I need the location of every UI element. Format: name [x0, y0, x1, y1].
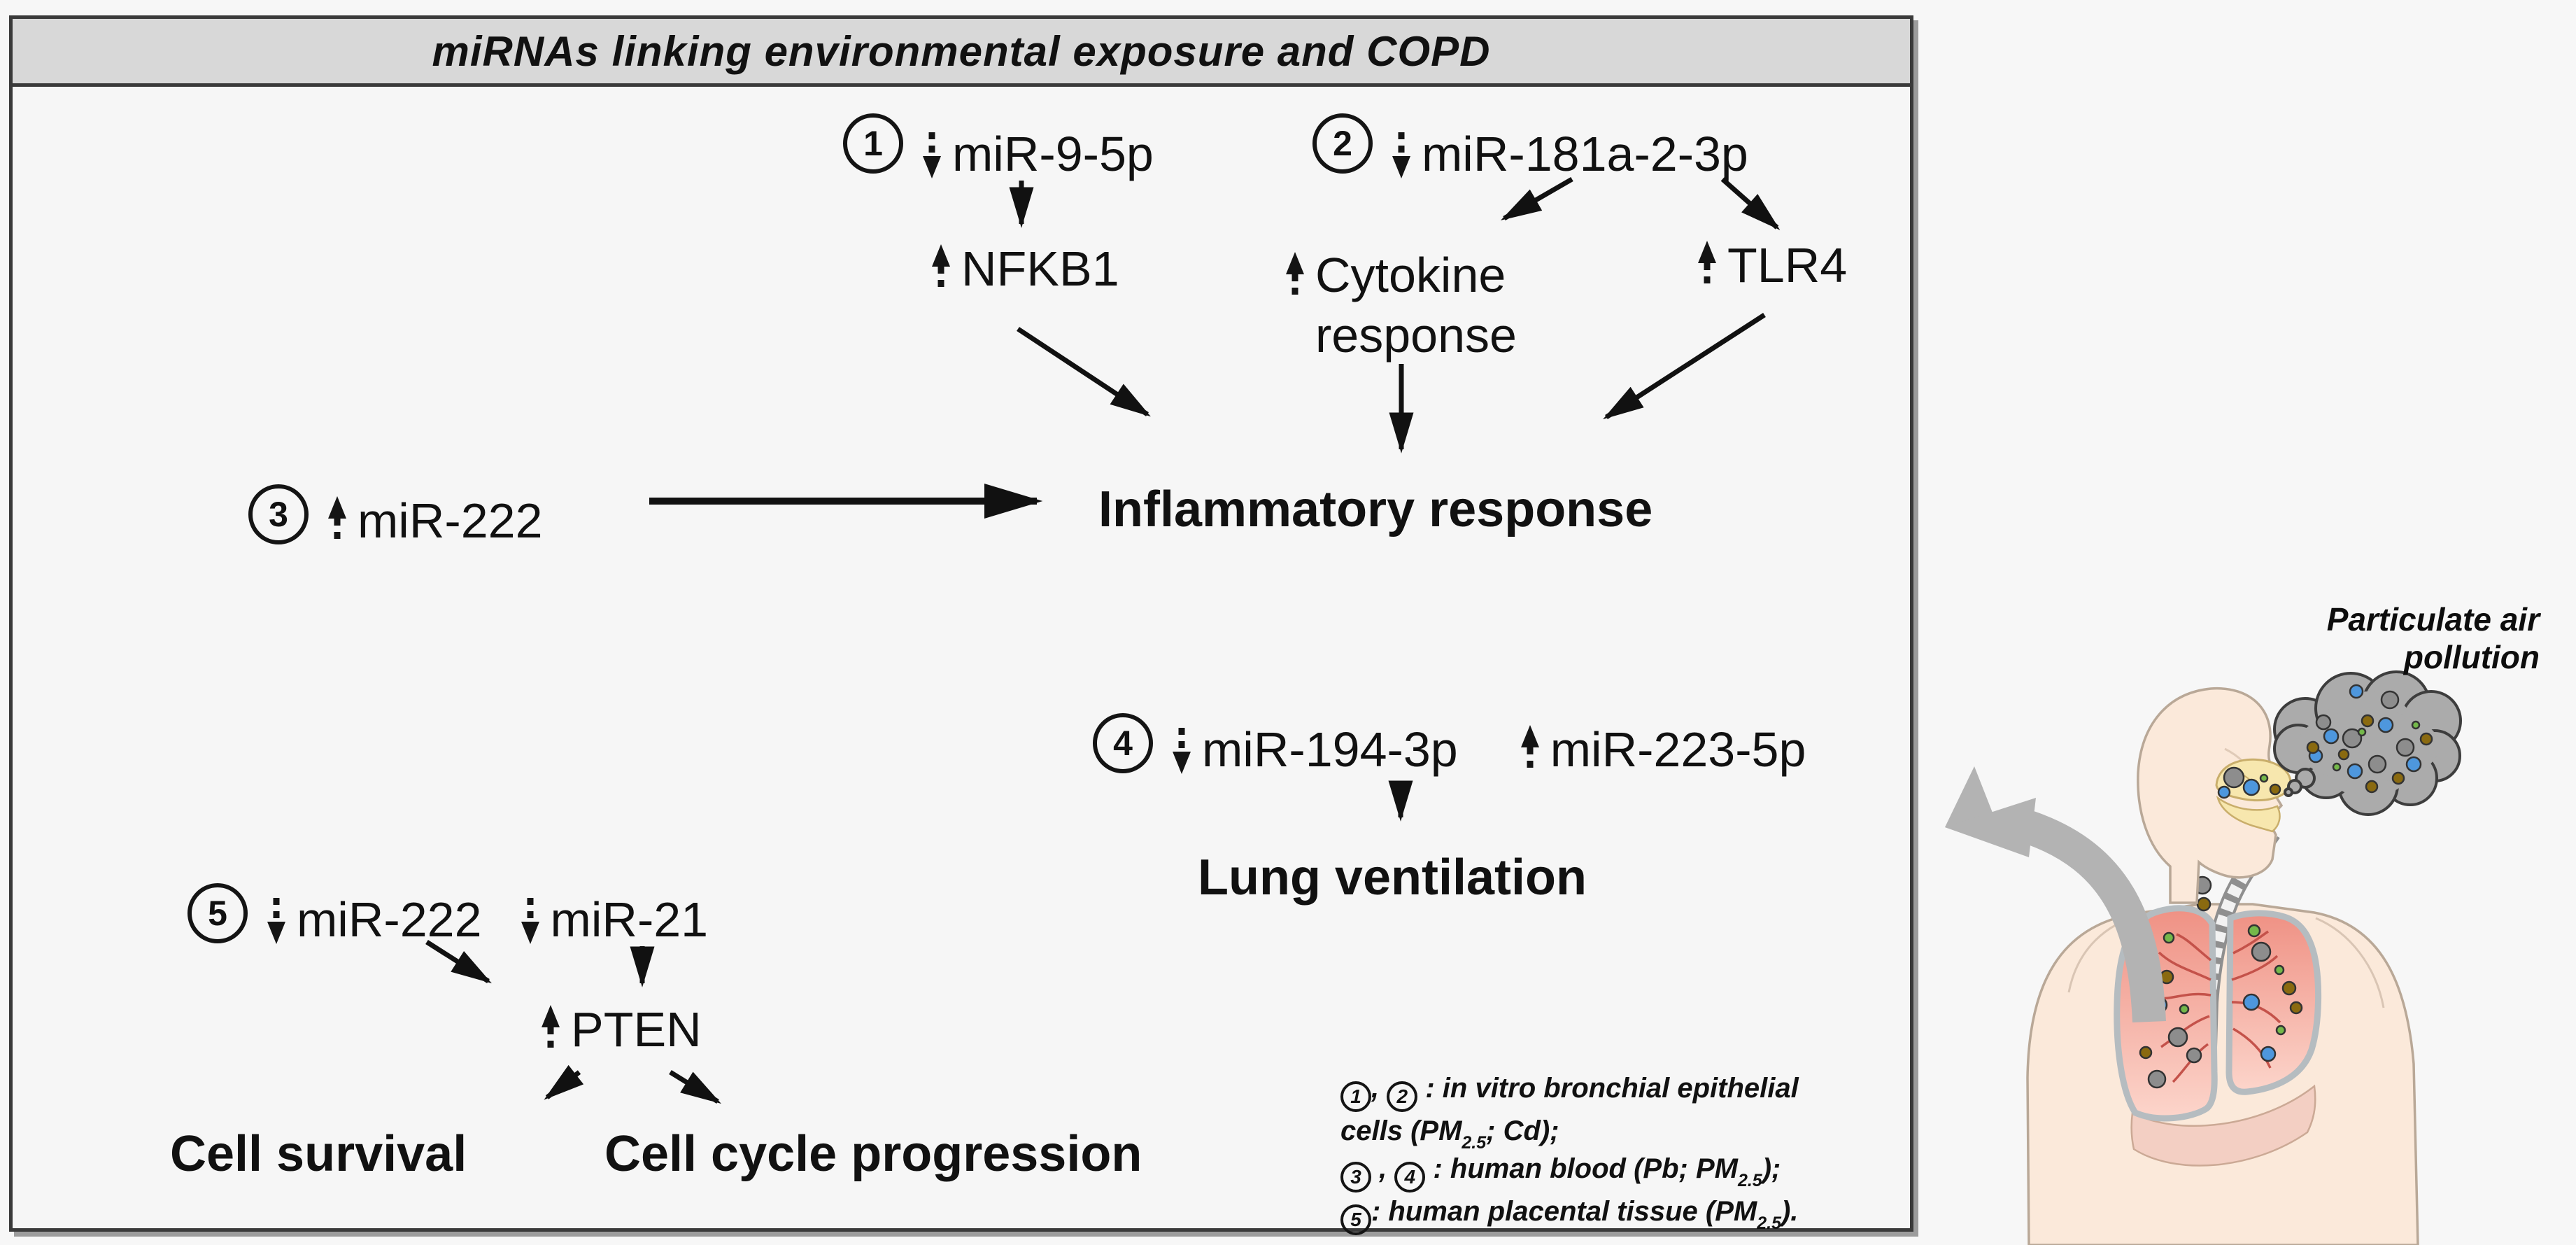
diaphragm — [2130, 1084, 2316, 1167]
mirna-label: miR-21 — [550, 892, 709, 947]
mirna-label: miR-223-5p — [1550, 722, 1806, 777]
target-label-line2: response — [1315, 308, 1517, 363]
outcome-lung-ventilation: Lung ventilation — [1198, 850, 1587, 906]
up-regulation-icon — [1698, 241, 1716, 288]
legend-text: : human blood (Pb; PM — [1425, 1153, 1738, 1184]
legend-text: ). — [1781, 1196, 1799, 1227]
up-regulation-icon — [1286, 252, 1304, 300]
down-regulation-icon — [1392, 132, 1410, 178]
outcome-cell-cycle-progression: Cell cycle progression — [604, 1126, 1142, 1182]
pollution-caption: Particulate air pollution — [2260, 600, 2540, 677]
pollution-cloud-icon — [2273, 670, 2462, 816]
pathway-3: 3 miR-222 — [248, 484, 543, 557]
legend-text: : in vitro bronchial epithelial — [1417, 1073, 1799, 1104]
target-pten: PTEN — [540, 1004, 702, 1055]
pathway-3-number: 3 — [248, 484, 309, 544]
person-head — [2137, 687, 2292, 904]
right-lung — [2225, 910, 2322, 1095]
pathway-4: 4 miR-194-3p miR-223-5p — [1093, 713, 1806, 786]
legend-subscript: 2.5 — [1462, 1133, 1487, 1153]
pathway-2-number: 2 — [1312, 113, 1373, 174]
pathway-4-number: 4 — [1093, 713, 1153, 773]
pathway-1: 1 miR-9-5p — [843, 113, 1154, 195]
legend-line-1: 1, 2 : in vitro bronchial epithelial — [1340, 1069, 1928, 1112]
inhaled-particles-lungs — [2139, 924, 2303, 1089]
legend-text: : human placental tissue (PM — [1371, 1196, 1757, 1227]
pathway-5-number: 5 — [187, 883, 248, 943]
pathway-5: 5 miR-222 miR-21 — [187, 883, 708, 956]
legend-circled-number: 4 — [1394, 1162, 1426, 1193]
lung-vessels — [2155, 930, 2281, 1083]
legend-line-2: cells (PM2.5; Cd); — [1340, 1112, 1928, 1153]
legend-line-4: 5: human placental tissue (PM2.5). — [1340, 1193, 1928, 1235]
legend-circled-number: 3 — [1340, 1162, 1371, 1193]
exposure-illustration — [1945, 670, 2462, 1245]
exposure-arrow-icon — [1945, 766, 2166, 1023]
legend-circled-number: 1 — [1340, 1081, 1371, 1112]
legend-text: , — [1371, 1073, 1387, 1104]
up-regulation-icon — [1520, 725, 1539, 773]
mirna-label: miR-181a-2-3p — [1422, 127, 1748, 181]
mirna-label: miR-222 — [358, 493, 543, 548]
up-regulation-icon — [542, 1005, 560, 1053]
cloud-particles — [2306, 684, 2433, 794]
pollution-caption-line1: Particulate air — [2326, 601, 2540, 638]
legend-text: , — [1371, 1153, 1395, 1184]
legend-text: ; Cd); — [1486, 1116, 1559, 1146]
outcome-inflammatory-response: Inflammatory response — [1098, 481, 1653, 537]
target-label-line1: Cytokine — [1315, 248, 1506, 302]
figure-title: miRNAs linking environmental exposure an… — [432, 27, 1491, 75]
legend: 1, 2 : in vitro bronchial epithelial cel… — [1340, 1069, 1928, 1235]
target-label: TLR4 — [1727, 238, 1848, 293]
pathway-1-number: 1 — [843, 113, 903, 174]
target-nfkb1: NFKB1 — [930, 243, 1119, 295]
down-regulation-icon — [923, 132, 941, 178]
legend-subscript: 2.5 — [1737, 1171, 1762, 1190]
down-regulation-icon — [267, 898, 285, 944]
target-tlr4: TLR4 — [1697, 239, 1847, 291]
outcome-cell-survival: Cell survival — [170, 1126, 467, 1182]
title-bar: miRNAs linking environmental exposure an… — [13, 19, 1910, 87]
target-label: PTEN — [571, 1002, 702, 1057]
mirna-label: miR-222 — [297, 892, 482, 947]
target-label: NFKB1 — [961, 241, 1119, 296]
legend-circled-number: 5 — [1340, 1204, 1371, 1235]
legend-text: cells (PM — [1340, 1116, 1462, 1146]
mirna-label: miR-9-5p — [952, 127, 1154, 181]
legend-circled-number: 2 — [1387, 1081, 1418, 1112]
down-regulation-icon — [521, 898, 539, 944]
up-regulation-icon — [932, 244, 950, 292]
legend-text: ); — [1762, 1153, 1781, 1184]
down-regulation-icon — [1173, 728, 1191, 774]
diagram-panel: miRNAs linking environmental exposure an… — [9, 15, 1913, 1232]
mirna-label: miR-194-3p — [1202, 722, 1458, 777]
pollution-caption-line2: pollution — [2403, 639, 2540, 676]
legend-line-3: 3 , 4 : human blood (Pb; PM2.5); — [1340, 1150, 1928, 1193]
up-regulation-icon — [328, 496, 346, 544]
legend-subscript: 2.5 — [1757, 1214, 1781, 1233]
pathway-2: 2 miR-181a-2-3p — [1312, 113, 1748, 195]
inhaled-particles-nose — [2217, 766, 2281, 799]
target-cytokine-response: Cytokine response — [1285, 245, 1517, 365]
